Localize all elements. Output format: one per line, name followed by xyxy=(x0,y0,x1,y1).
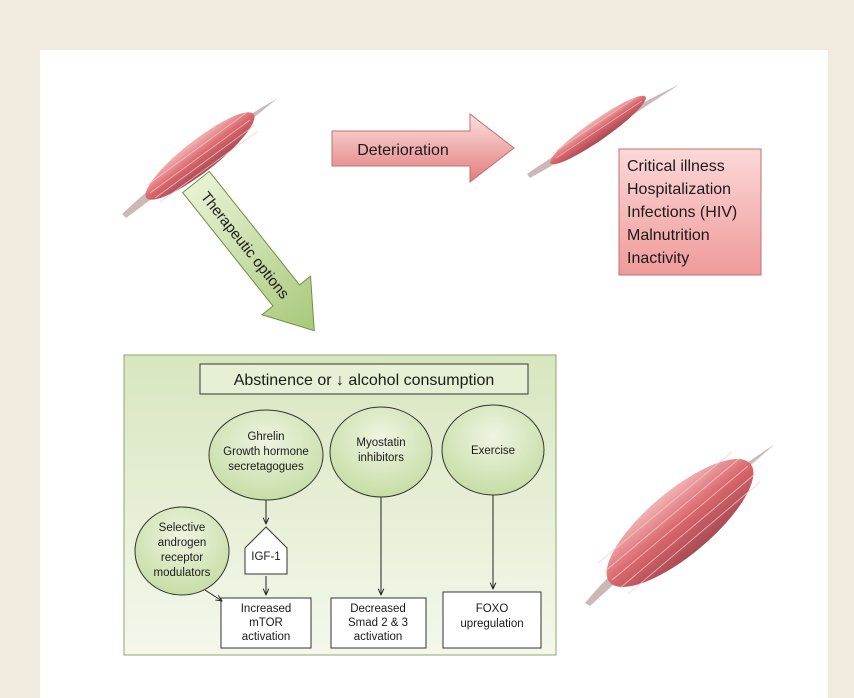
muscle-illustration-top-left xyxy=(122,98,278,218)
svg-text:secretagogues: secretagogues xyxy=(228,461,304,473)
svg-text:Decreased: Decreased xyxy=(350,603,406,615)
svg-text:activation: activation xyxy=(354,631,403,643)
deterioration-arrow: Deterioration xyxy=(331,112,515,184)
svg-text:Ghrelin: Ghrelin xyxy=(247,431,284,443)
muscle-illustration-bottom-right xyxy=(585,444,775,606)
svg-text:IGF-1: IGF-1 xyxy=(251,551,280,563)
igf1-node: IGF-1 xyxy=(244,526,288,575)
abstinence-box: Abstinence or ↓ alcohol consumption xyxy=(199,363,529,395)
svg-text:Growth hormone: Growth hormone xyxy=(223,446,309,458)
svg-text:Myostatin: Myostatin xyxy=(356,437,405,449)
svg-text:Selective: Selective xyxy=(159,522,206,534)
therapeutic-options-label: Therapeutic options xyxy=(197,189,292,303)
svg-text:upregulation: upregulation xyxy=(460,618,523,630)
connector-arrows xyxy=(204,495,493,601)
svg-text:activation: activation xyxy=(242,631,291,643)
risk-factor-inactivity: Inactivity xyxy=(627,250,689,267)
risk-factor-malnutrition: Malnutrition xyxy=(627,227,710,244)
svg-text:mTOR: mTOR xyxy=(249,617,283,629)
myostatin-node: Myostatin inhibitors xyxy=(329,406,433,498)
exercise-node: Exercise xyxy=(441,404,545,496)
abstinence-label: Abstinence or ↓ alcohol consumption xyxy=(234,372,495,389)
svg-text:inhibitors: inhibitors xyxy=(358,452,404,464)
svg-text:modulators: modulators xyxy=(154,567,211,579)
sarm-node: Selective androgen receptor modulators xyxy=(134,506,230,596)
deterioration-label: Deterioration xyxy=(357,142,449,159)
svg-text:Exercise: Exercise xyxy=(471,445,515,457)
muscle-illustration-top-right xyxy=(527,84,680,178)
mtor-box: Increased mTOR activation xyxy=(220,597,312,649)
svg-text:receptor: receptor xyxy=(161,552,203,564)
arrow-sarm-to-mtor xyxy=(204,589,222,601)
risk-factor-infections: Infections (HIV) xyxy=(627,204,737,221)
therapeutic-options-arrow: Therapeutic options xyxy=(181,170,315,332)
risk-factors-box: Critical illness Hospitalization Infecti… xyxy=(618,148,762,276)
foxo-box: FOXO upregulation xyxy=(442,591,542,649)
ghrelin-node: Ghrelin Growth hormone secretagogues xyxy=(208,409,324,501)
svg-text:Smad 2 & 3: Smad 2 & 3 xyxy=(348,617,408,629)
svg-text:androgen: androgen xyxy=(158,537,207,549)
risk-factor-critical-illness: Critical illness xyxy=(627,158,725,175)
svg-text:Increased: Increased xyxy=(241,603,292,615)
svg-text:FOXO: FOXO xyxy=(476,603,509,615)
smad-box: Decreased Smad 2 & 3 activation xyxy=(330,597,427,649)
risk-factor-hospitalization: Hospitalization xyxy=(627,181,731,198)
